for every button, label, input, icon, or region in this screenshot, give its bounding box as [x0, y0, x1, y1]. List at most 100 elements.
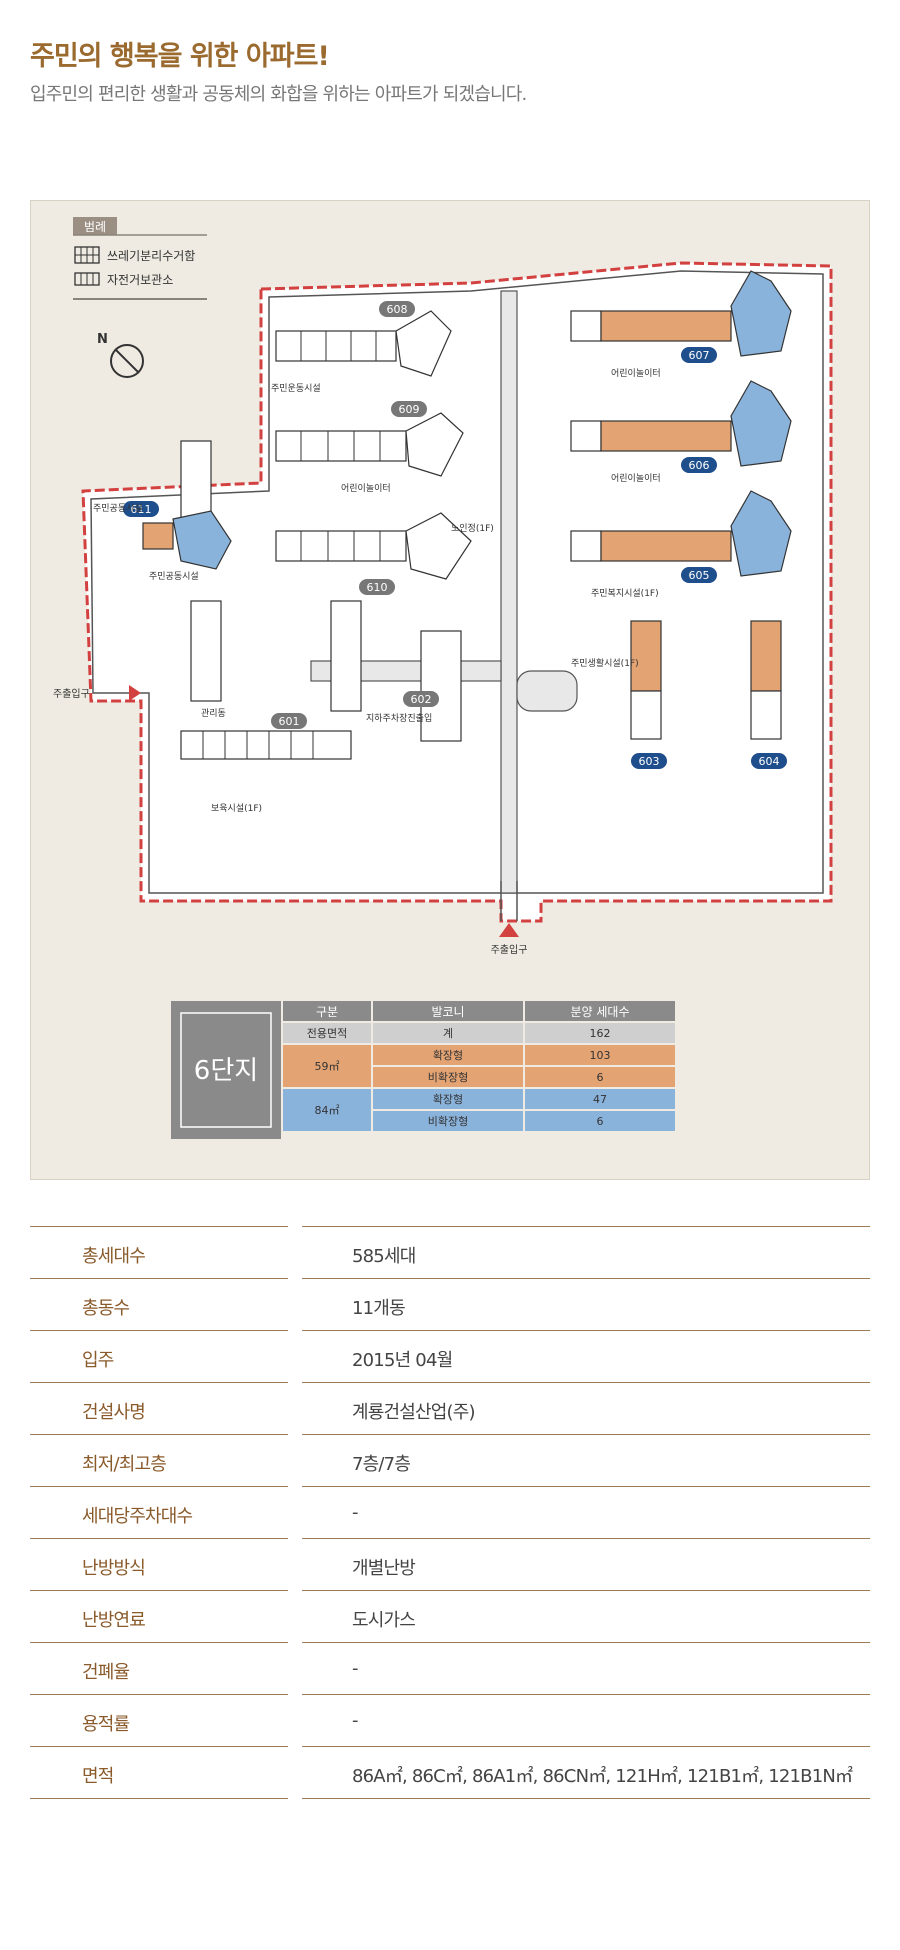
info-row-area: 면적 86A㎡, 86C㎡, 86A1㎡, 86CN㎡, 121H㎡, 121B… — [30, 1747, 870, 1799]
info-value: 도시가스 — [352, 1610, 416, 1631]
page-title: 주민의 행복을 위한 아파트! — [30, 41, 330, 72]
svg-text:162: 162 — [590, 1027, 611, 1040]
building-611: 611 — [123, 440, 232, 570]
side-entrance-marker: 주출입구 — [53, 685, 141, 701]
svg-text:606: 606 — [689, 459, 710, 472]
svg-text:604: 604 — [759, 755, 780, 768]
bicycle-rack-icon — [74, 272, 100, 286]
site-plan-image: 범례 쓰레기분리수거함 자전거보관소 N — [30, 200, 870, 1180]
map-legend: 범례 쓰레기분리수거함 자전거보관소 — [73, 217, 207, 300]
svg-text:비확장형: 비확장형 — [428, 1115, 468, 1128]
svg-text:608: 608 — [387, 303, 408, 316]
info-label: 입주 — [82, 1350, 114, 1371]
svg-text:계: 계 — [443, 1027, 453, 1040]
info-row-total-households: 총세대수 585세대 — [30, 1227, 870, 1279]
svg-text:주출입구: 주출입구 — [491, 943, 528, 956]
facility-community-1: 주민공동시설 — [93, 503, 143, 514]
info-label: 면적 — [82, 1766, 114, 1787]
facility-ramp: 지하주차장진출입 — [366, 712, 432, 724]
site-boundary — [81, 261, 833, 923]
building-605: 605 — [570, 490, 792, 583]
svg-text:611: 611 — [131, 503, 152, 516]
svg-text:602: 602 — [411, 693, 432, 706]
info-value: 86A㎡, 86C㎡, 86A1㎡, 86CN㎡, 121H㎡, 121B1㎡,… — [352, 1766, 853, 1787]
building-607: 607 — [570, 270, 792, 363]
info-value: - — [352, 1710, 358, 1731]
facility-playground-1: 어린이놀이터 — [341, 483, 391, 494]
info-row-floor-area-ratio: 용적률 - — [30, 1695, 870, 1747]
info-row-total-buildings: 총동수 11개동 — [30, 1279, 870, 1331]
svg-text:비확장형: 비확장형 — [428, 1071, 468, 1084]
svg-text:주출입구: 주출입구 — [53, 687, 90, 700]
info-value: - — [352, 1502, 358, 1523]
site-plan-map: 범례 쓰레기분리수거함 자전거보관소 N — [53, 217, 833, 1139]
info-row-move-in: 입주 2015년 04월 — [30, 1331, 870, 1383]
svg-text:84㎡: 84㎡ — [315, 1104, 340, 1117]
svg-text:47: 47 — [593, 1093, 607, 1106]
svg-text:확장형: 확장형 — [433, 1093, 463, 1106]
info-row-builder: 건설사명 계룡건설산업(주) — [30, 1383, 870, 1435]
info-value: 7층/7층 — [352, 1454, 411, 1475]
building-602: 602 — [330, 600, 462, 742]
svg-text:N: N — [97, 332, 108, 347]
info-label: 용적률 — [82, 1714, 130, 1735]
facility-playground-2: 어린이놀이터 — [611, 368, 661, 379]
svg-text:103: 103 — [590, 1049, 611, 1062]
info-value: 585세대 — [352, 1246, 416, 1267]
facility-management: 관리동 — [201, 708, 226, 719]
facility-community-2: 주민운동시설 — [271, 383, 321, 394]
info-label: 난방연료 — [82, 1610, 146, 1631]
info-label: 총동수 — [82, 1298, 130, 1319]
svg-text:607: 607 — [689, 349, 710, 362]
info-row-heating-fuel: 난방연료 도시가스 — [30, 1591, 870, 1643]
complex-name: 6단지 — [194, 1056, 258, 1086]
info-label: 최저/최고층 — [82, 1454, 167, 1475]
info-label: 건폐율 — [82, 1662, 130, 1683]
facility-welfare: 주민복지시설(1F) — [591, 588, 659, 599]
building-603: 603 — [630, 620, 667, 769]
info-value: 2015년 04월 — [352, 1350, 453, 1371]
north-arrow-icon: N — [97, 332, 144, 378]
facility-daycare: 보육시설(1F) — [211, 803, 262, 814]
facility-elderly: 노인정(1F) — [451, 523, 494, 534]
info-row-floors: 최저/최고층 7층/7층 — [30, 1435, 870, 1487]
building-610: 610 — [275, 512, 472, 595]
facility-life: 주민생활시설(1F) — [571, 657, 639, 669]
facility-playground-3: 어린이놀이터 — [611, 473, 661, 484]
info-label: 세대당주차대수 — [82, 1506, 193, 1527]
svg-text:분양 세대수: 분양 세대수 — [570, 1005, 629, 1019]
legend-item-bicycle: 자전거보관소 — [107, 273, 173, 287]
svg-text:59㎡: 59㎡ — [315, 1060, 340, 1073]
info-label: 건설사명 — [82, 1402, 146, 1423]
page-subtitle: 입주민의 편리한 생활과 공동체의 화합을 위하는 아파트가 되겠습니다. — [30, 84, 527, 105]
facility-community-3: 주민공동시설 — [149, 571, 199, 582]
info-value: - — [352, 1658, 358, 1679]
legend-title: 범례 — [84, 220, 106, 234]
info-row-coverage-ratio: 건폐율 - — [30, 1643, 870, 1695]
svg-text:610: 610 — [367, 581, 388, 594]
svg-text:603: 603 — [639, 755, 660, 768]
info-table-top-border — [30, 1226, 870, 1227]
info-row-parking: 세대당주차대수 - — [30, 1487, 870, 1539]
svg-text:605: 605 — [689, 569, 710, 582]
svg-text:구분: 구분 — [316, 1005, 338, 1019]
building-604: 604 — [750, 620, 787, 769]
main-entrance-marker: 주출입구 — [491, 923, 528, 956]
building-608: 608 — [275, 301, 452, 377]
info-label: 난방방식 — [82, 1558, 146, 1579]
building-606: 606 — [570, 380, 792, 473]
svg-text:확장형: 확장형 — [433, 1049, 463, 1062]
complex-info-table: 총세대수 585세대 총동수 11개동 입주 2015년 04월 건설사명 계룡… — [30, 1226, 870, 1799]
svg-text:601: 601 — [279, 715, 300, 728]
info-row-heating-method: 난방방식 개별난방 — [30, 1539, 870, 1591]
building-609: 609 — [275, 401, 464, 477]
svg-text:6: 6 — [597, 1115, 604, 1128]
svg-text:전용면적: 전용면적 — [307, 1027, 347, 1040]
unit-summary-table: 6단지 구분 발코니 분양 세대수 전용면적 계 162 59㎡ 확장형 103… — [171, 1001, 675, 1139]
recycle-bin-icon — [74, 246, 100, 264]
building-601: 601 — [180, 600, 352, 760]
legend-item-recycle: 쓰레기분리수거함 — [107, 249, 195, 263]
info-value: 11개동 — [352, 1298, 406, 1319]
svg-text:발코니: 발코니 — [431, 1005, 464, 1019]
info-value: 개별난방 — [352, 1558, 416, 1579]
